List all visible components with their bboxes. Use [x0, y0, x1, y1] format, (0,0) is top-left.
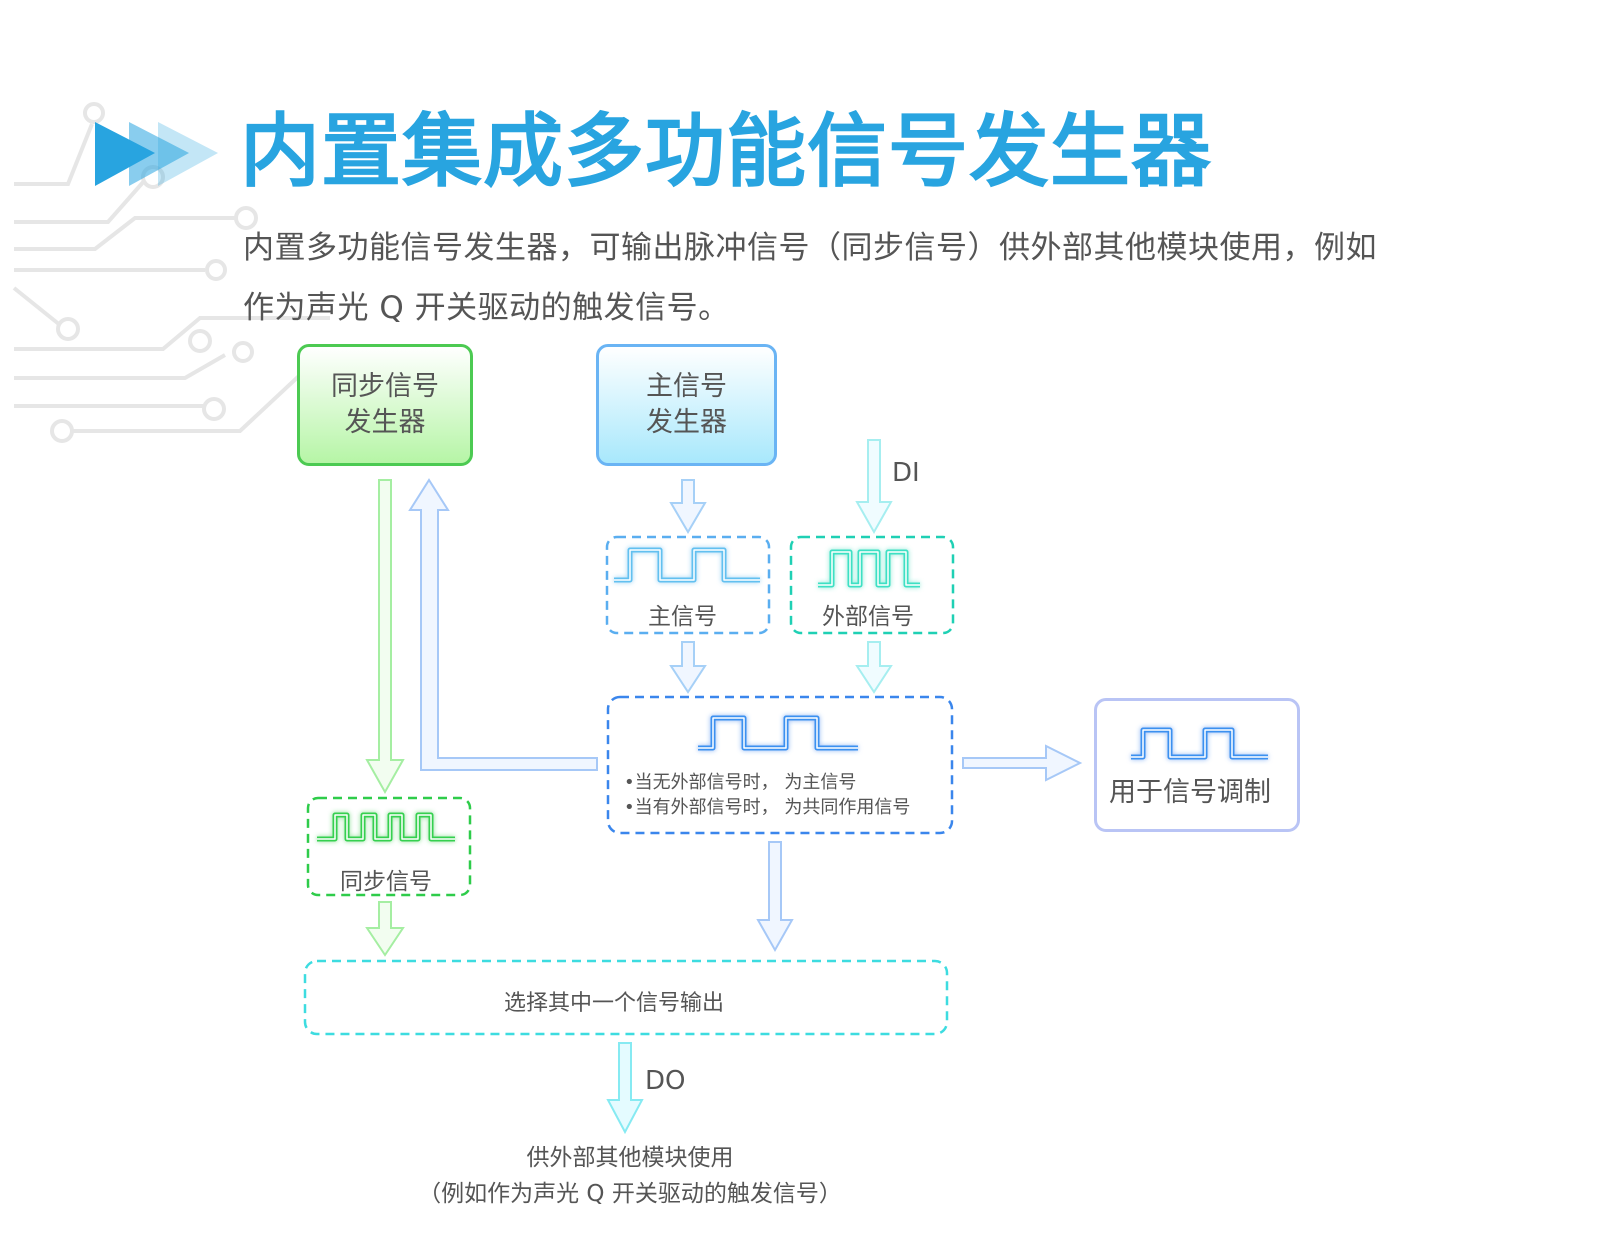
external-signal-label: 外部信号 [822, 604, 914, 630]
combined-signal-wave-icon [698, 715, 858, 751]
modulation-wave-icon [1131, 727, 1268, 760]
output-line-1: 供外部其他模块使用 [526, 1145, 734, 1171]
do-label: DO [645, 1066, 686, 1096]
di-label: DI [892, 458, 920, 488]
sync-generator-node: 同步信号 发生器 [297, 344, 473, 466]
main-generator-node: 主信号 发生器 [596, 344, 777, 466]
arrow-di-input [855, 439, 893, 535]
sync-generator-label-1: 同步信号 [331, 371, 439, 402]
external-signal-wave-icon [818, 549, 920, 588]
main-signal-box [605, 535, 771, 635]
sync-signal-box [306, 796, 472, 897]
main-generator-label-1: 主信号 [646, 371, 727, 402]
output-description: 供外部其他模块使用 （例如作为声光 Q 开关驱动的触发信号） [400, 1140, 860, 1212]
arrow-combined-to-select [756, 841, 794, 953]
output-line-2: （例如作为声光 Q 开关驱动的触发信号） [418, 1181, 842, 1207]
main-generator-label-2: 发生器 [646, 407, 727, 438]
arrow-external-to-combined [855, 641, 893, 694]
combined-note-1: •当无外部信号时， 为主信号 [624, 772, 857, 793]
arrow-combined-to-modulation [962, 744, 1083, 782]
play-arrows-icon [95, 122, 218, 186]
combined-note-2: •当有外部信号时， 为共同作用信号 [624, 797, 911, 818]
arrow-combined-to-sync-gen [408, 478, 598, 771]
intro-line-1: 内置多功能信号发生器，可输出脉冲信号（同步信号）供外部其他模块使用，例如 [243, 230, 1377, 266]
intro-line-2: 作为声光 Q 开关驱动的触发信号。 [243, 290, 730, 326]
modulation-label: 用于信号调制 [1109, 777, 1271, 808]
arrow-main-gen-to-main-signal [669, 479, 707, 534]
arrow-main-to-combined [669, 641, 707, 694]
arrow-sync-gen-to-sync-signal [365, 479, 405, 795]
arrow-do-output [606, 1042, 644, 1135]
modulation-node [1094, 698, 1300, 832]
select-output-label: 选择其中一个信号输出 [504, 991, 725, 1016]
main-signal-label: 主信号 [648, 604, 717, 630]
intro-text: 内置多功能信号发生器，可输出脉冲信号（同步信号）供外部其他模块使用，例如 作为声… [243, 218, 1503, 338]
select-output-box [303, 959, 949, 1036]
combined-signal-box [606, 695, 954, 835]
sync-generator-label-2: 发生器 [344, 407, 426, 438]
sync-signal-label: 同步信号 [340, 869, 432, 895]
sync-signal-wave-icon [317, 812, 455, 842]
external-signal-box [789, 535, 955, 635]
combined-notes: •当无外部信号时， 为主信号 •当有外部信号时， 为共同作用信号 [624, 770, 910, 820]
circuit-decoration [12, 102, 330, 443]
main-signal-wave-icon [614, 547, 760, 583]
arrow-sync-to-select [365, 901, 405, 957]
page-title: 内置集成多功能信号发生器 [240, 105, 1212, 198]
